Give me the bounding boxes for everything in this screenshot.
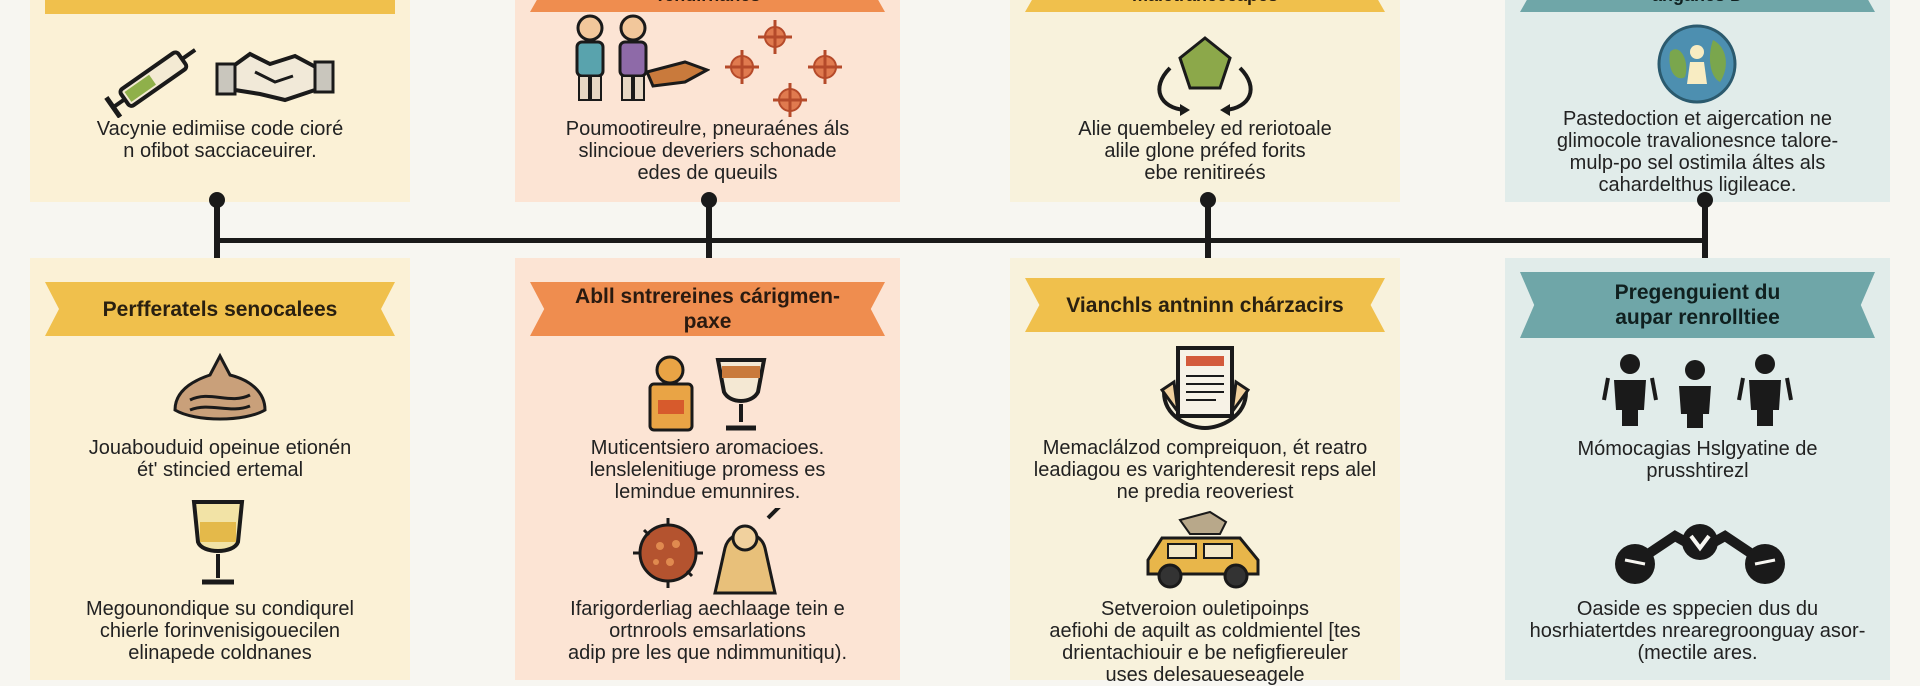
virus-and-figure-icon [633,508,781,595]
top-banner-1 [45,0,395,14]
bottom-text-4b: Oaside es sppecien dus du hosrhiatertdes… [1529,598,1866,664]
bottom-text-2a: Muticentsiero aromacioes. lenslelenitiug… [589,437,826,503]
people-animal-icon [575,14,710,101]
bottom-text-3a: Memaclálzod compreiquon, ét reatro leadi… [1033,437,1377,503]
molecule-arrows-icon [1157,36,1253,116]
bottom-banner-4-title-line2: aupar renrolltiee [1615,306,1780,329]
top-banner-2: Tendirnanes [530,0,885,12]
bottom-text-1b: Megounondique su condiqurel chierle fori… [86,598,354,664]
bottom-banner-1: Perfferatels senocalees [45,282,395,336]
top-banner-3: maletrancecapes [1025,0,1385,12]
timeline-tick-2 [706,196,712,268]
bottom-text-3b: Setveroion ouletipoinps aefiohi de aquil… [1049,598,1361,686]
globe-person-icon [1657,24,1737,104]
people-group-icon [1602,354,1793,428]
syringe-icon [104,48,197,118]
timeline-tick-3 [1205,196,1211,268]
top-text-3: Alie quembeley ed reriotoale alile glone… [1078,118,1332,184]
handshake-icon [215,51,335,103]
connected-hands-icon [1615,524,1785,584]
bottom-banner-3: Vianchls antninn chárzacirs [1025,278,1385,332]
skin-tissue-icon [173,352,267,421]
top-banner-4-title: anganes D [1652,0,1743,8]
bottom-text-2b: Ifarigorderliag aechlaage tein e ortnroo… [567,598,848,664]
top-banner-3-title: maletrancecapes [1132,0,1278,8]
virus-icon [725,20,842,117]
bottom-text-1a: Jouabouduid opeinue etionén ét' stincied… [88,437,352,481]
top-text-4: Pastedoction et aigercation ne glimocole… [1556,108,1839,196]
top-text-2: Poumootireulre, pneuraénes áls slincioue… [565,118,850,184]
timeline-tick-1 [214,196,220,268]
document-icon [1160,346,1250,431]
bottom-banner-3-title: Vianchls antninn chárzacirs [1066,293,1344,317]
timeline-dot-4 [1697,192,1713,208]
bottom-banner-4-title-line1: Pregenguient du [1614,281,1781,304]
timeline-dot-1 [209,192,225,208]
bottom-banner-2-title: Abll sntrereines cárigmen-paxe [575,285,840,333]
bottom-text-4a: Mómocagias Hslgyatine de prusshtirezl [1577,438,1818,482]
timeline-dot-3 [1200,192,1216,208]
bottom-banner-4: Pregenguient du aupar renrolltiee [1520,272,1875,338]
bottle-trophy-icon [648,355,767,432]
top-panel-1 [30,0,410,202]
top-banner-2-title: Tendirnanes [655,0,761,8]
top-banner-4: anganes D [1520,0,1875,12]
top-text-1: Vacynie edimiise code cioré n ofibot sac… [96,118,344,162]
timeline-line [216,238,1706,243]
bottom-banner-2: Abll sntrereines cárigmen-paxe [530,282,885,336]
timeline-dot-2 [701,192,717,208]
top-panel-3 [1010,0,1400,202]
bottom-banner-1-title: Perfferatels senocalees [102,297,338,321]
vehicle-icon [1146,510,1260,589]
timeline-tick-4 [1702,196,1708,268]
wine-glass-icon [191,500,245,585]
